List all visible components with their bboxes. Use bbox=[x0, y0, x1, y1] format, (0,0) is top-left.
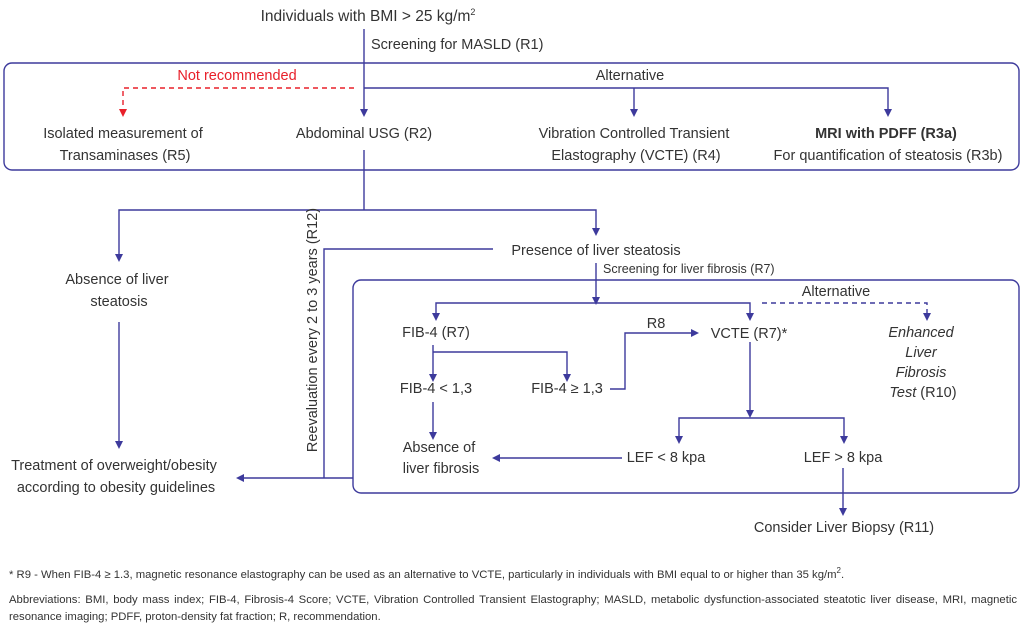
connector-to-vcte-2 bbox=[596, 302, 754, 321]
connector-to-lef-high bbox=[750, 417, 848, 444]
connector-high-to-vcte bbox=[610, 329, 699, 390]
screening-masld-label: Screening for MASLD (R1) bbox=[371, 37, 543, 53]
connector-to-fib4 bbox=[432, 302, 596, 321]
vcte-split-arrowhead bbox=[746, 410, 754, 418]
fibrosis-screening-box bbox=[352, 279, 1020, 494]
connector-to-absence-steatosis bbox=[115, 209, 364, 262]
connector-fib4-to-high bbox=[433, 351, 571, 382]
alternative-connector-1 bbox=[364, 87, 892, 117]
enhanced-liver-fibrosis-test-node: Enhanced Liver Fibrosis Test (R10) bbox=[888, 325, 957, 401]
vcte-fibrosis-node: VCTE (R7)* bbox=[711, 326, 788, 342]
treatment-node: Treatment of overweight/obesity accordin… bbox=[11, 458, 221, 496]
footnote-r9: * R9 - When FIB-4 ≥ 1.3, magnetic resona… bbox=[9, 566, 845, 581]
title-text: Individuals with BMI > 25 kg/m bbox=[261, 8, 471, 25]
r8-label: R8 bbox=[647, 316, 666, 332]
alternative-label-1: Alternative bbox=[596, 68, 665, 84]
fib4-node: FIB-4 (R7) bbox=[402, 325, 470, 341]
fib4-high-node: FIB-4 ≥ 1,3 bbox=[531, 381, 603, 397]
footnote-abbreviations: Abbreviations: BMI, body mass index; FIB… bbox=[9, 594, 1017, 623]
abdominal-usg-node: Abdominal USG (R2) bbox=[296, 126, 432, 142]
alternative-label-2: Alternative bbox=[802, 284, 871, 300]
reevaluation-loop-connector bbox=[323, 248, 493, 478]
screening-methods-box bbox=[3, 62, 1020, 171]
liver-biopsy-node: Consider Liver Biopsy (R11) bbox=[754, 520, 934, 536]
lef-high-node: LEF > 8 kpa bbox=[804, 450, 884, 466]
lef-low-node: LEF < 8 kpa bbox=[627, 450, 707, 466]
not-recommended-label: Not recommended bbox=[177, 68, 296, 84]
mri-pdff-node: MRI with PDFF (R3a) For quantification o… bbox=[774, 126, 1003, 164]
connector-to-lef-low bbox=[675, 417, 750, 444]
diagram-title: Individuals with BMI > 25 kg/m2 bbox=[261, 7, 476, 25]
presence-steatosis-node: Presence of liver steatosis bbox=[511, 243, 680, 259]
vcte-node: Vibration Controlled Transient Elastogra… bbox=[539, 126, 734, 164]
title-superscript: 2 bbox=[470, 7, 475, 17]
transaminases-node: Isolated measurement of Transaminases (R… bbox=[43, 126, 207, 164]
absence-fibrosis-node: Absence of liver fibrosis bbox=[403, 440, 480, 477]
elf-arrowhead bbox=[923, 313, 931, 321]
not-recommended-dashed-connector bbox=[119, 87, 354, 117]
screening-fibrosis-label: Screening for liver fibrosis (R7) bbox=[603, 262, 775, 276]
reevaluation-label: Reevaluation every 2 to 3 years (R12) bbox=[305, 208, 321, 452]
fib4-low-node: FIB-4 < 1,3 bbox=[400, 381, 472, 397]
absence-steatosis-node: Absence of liver steatosis bbox=[65, 272, 172, 310]
connector-to-presence-steatosis bbox=[364, 209, 600, 236]
alternative-dashed-connector-elf bbox=[762, 302, 928, 317]
